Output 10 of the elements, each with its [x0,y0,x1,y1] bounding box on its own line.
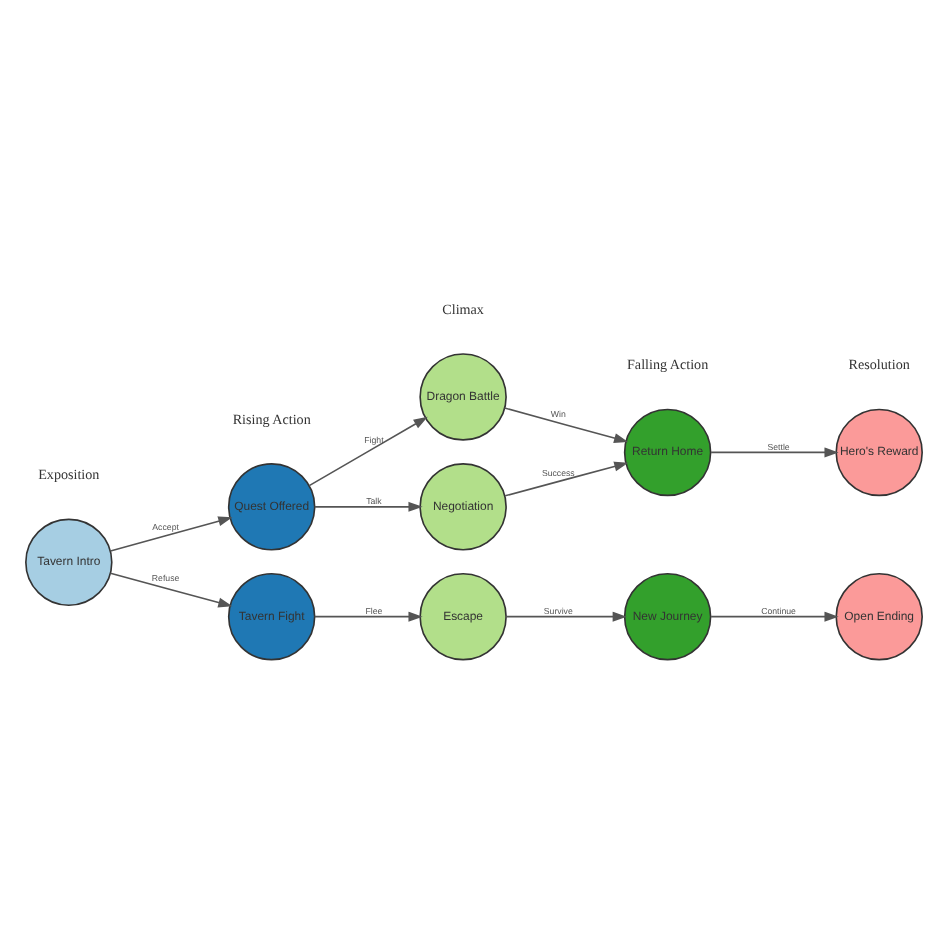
arrow [505,610,627,621]
arrow [109,571,233,607]
arrow [710,446,839,457]
arrow [313,610,423,621]
arrow [503,406,629,442]
arrow [308,415,428,486]
arrow [710,610,839,621]
arrow [109,515,233,551]
arrow [504,460,629,496]
arrow [313,500,423,511]
